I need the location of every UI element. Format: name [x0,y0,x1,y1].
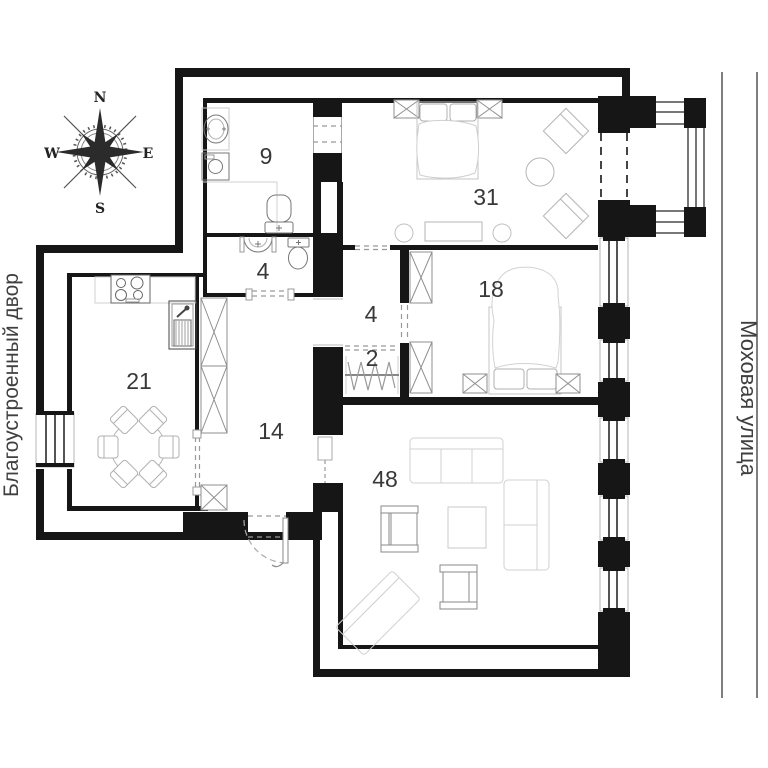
bed [488,266,562,395]
sofa [409,437,504,484]
room-label-corridor: 4 [365,301,378,327]
window-west [34,411,76,469]
nightstand [462,373,581,394]
balcony-opening [600,133,628,200]
nightstand [393,99,503,119]
wardrobe [409,251,433,394]
room-labels: 9 4 31 18 4 2 21 14 48 [126,143,504,492]
toilet [287,237,310,270]
room-label-bedroom-master: 31 [473,184,499,210]
armchair [380,505,419,553]
closet-hangers [345,356,399,394]
room-label-bedroom: 18 [478,276,504,302]
armchair [542,192,590,240]
room-label-wc: 4 [257,258,270,284]
stool [492,223,512,243]
furniture-hall [200,297,228,511]
wall-faces [313,117,343,346]
chaise [336,571,420,655]
room-label-closet: 2 [366,345,379,371]
furniture-wc [239,236,310,270]
sofa [503,479,550,571]
doors [192,125,409,568]
window-east-4 [599,495,629,541]
armchair [439,564,478,610]
furniture-bedroom [409,251,581,395]
balcony-windows [656,101,705,234]
dresser [424,221,483,242]
coffee-table [447,506,487,549]
room-label-living-room: 48 [372,466,398,492]
street-label-left: Благоустроенный двор [0,273,23,497]
interior-walls [67,98,598,512]
exterior-walls [36,68,706,677]
furniture-kitchen [94,274,197,489]
window-east-2 [599,339,629,382]
street-labels: Благоустроенный двор Моховая улица [0,72,761,698]
window-east-1 [599,237,629,307]
compass-north-label: N [94,90,107,106]
compass-east-label: E [143,146,154,162]
entrance-door [243,515,289,568]
furniture-living-room [336,437,550,655]
armchair [542,107,590,155]
compass-rose: N S E W [43,90,153,217]
toilet [264,194,294,234]
compass-south-label: S [95,201,105,217]
windows [34,101,705,612]
round-table [525,157,555,187]
room-label-bathroom: 9 [260,143,273,169]
room-label-hall: 14 [258,418,284,444]
dining-chairs [97,405,180,489]
stool [394,223,414,243]
washing-machine [201,152,230,181]
room-label-kitchen: 21 [126,368,152,394]
window-east-3 [599,417,629,463]
compass-west-label: W [43,146,60,162]
bed [416,101,479,180]
furniture-bathroom [201,107,294,234]
furniture-bedroom-master [393,99,590,243]
sink [168,300,197,350]
window-east-5 [599,567,629,612]
stove [110,274,151,304]
street-label-right: Моховая улица [736,320,761,476]
